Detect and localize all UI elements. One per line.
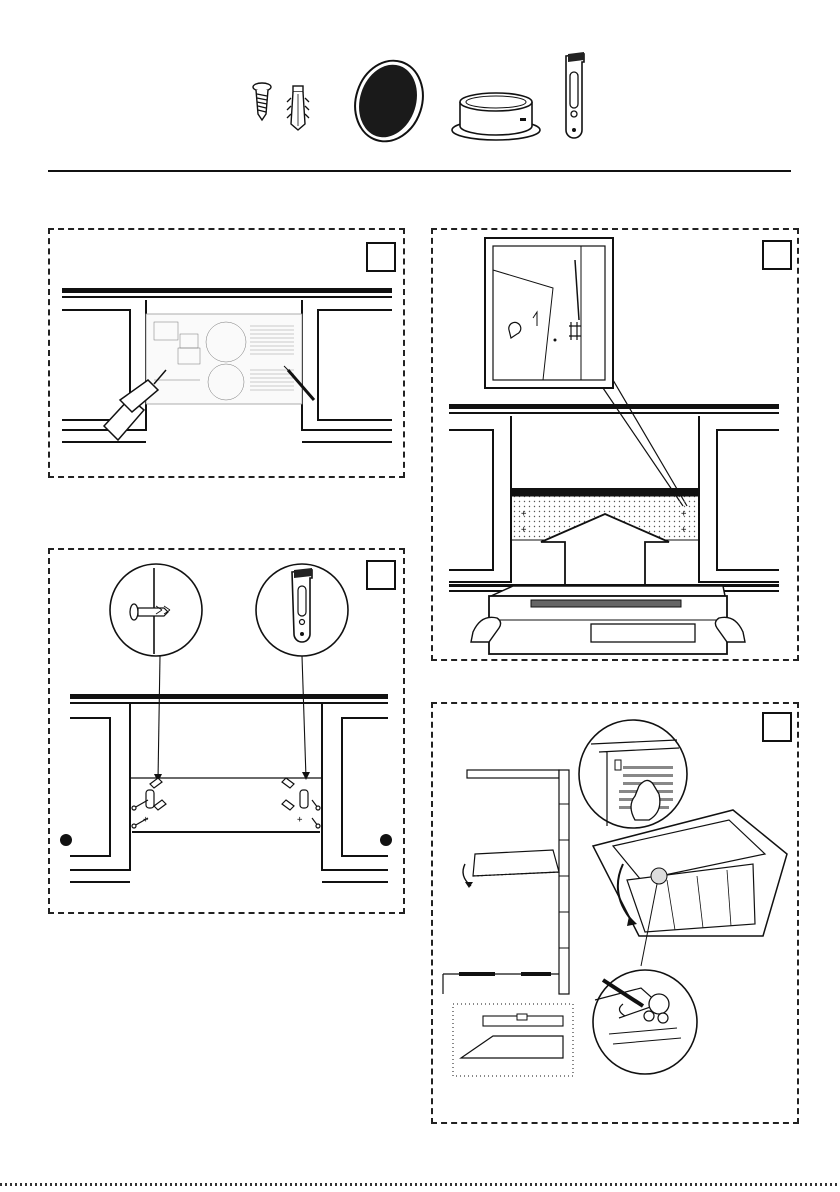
svg-text:+: + xyxy=(681,509,687,519)
section-divider xyxy=(48,170,791,172)
step-3-panel: + + xyxy=(48,548,405,914)
page-footer-rule xyxy=(0,1183,840,1186)
step-2-illustration: + + + + xyxy=(433,230,797,659)
step-1-illustration xyxy=(50,230,403,476)
svg-text:+: + xyxy=(521,509,527,519)
svg-text:+: + xyxy=(143,815,149,825)
svg-text:+: + xyxy=(297,815,303,825)
svg-text:+: + xyxy=(681,525,687,535)
parts-row xyxy=(240,50,600,150)
step-4-panel xyxy=(431,702,799,1124)
screw-icon xyxy=(250,82,274,122)
flange-ring-icon xyxy=(450,90,542,142)
svg-text:+: + xyxy=(521,525,527,535)
mounting-bracket-icon xyxy=(560,50,590,146)
charcoal-filter-icon xyxy=(354,58,424,144)
wall-plug-icon xyxy=(285,84,311,132)
step-4-illustration xyxy=(433,704,797,1122)
step-2-panel: + + + + xyxy=(431,228,799,661)
step-3-illustration: + + xyxy=(50,550,403,912)
step-1-panel xyxy=(48,228,405,478)
